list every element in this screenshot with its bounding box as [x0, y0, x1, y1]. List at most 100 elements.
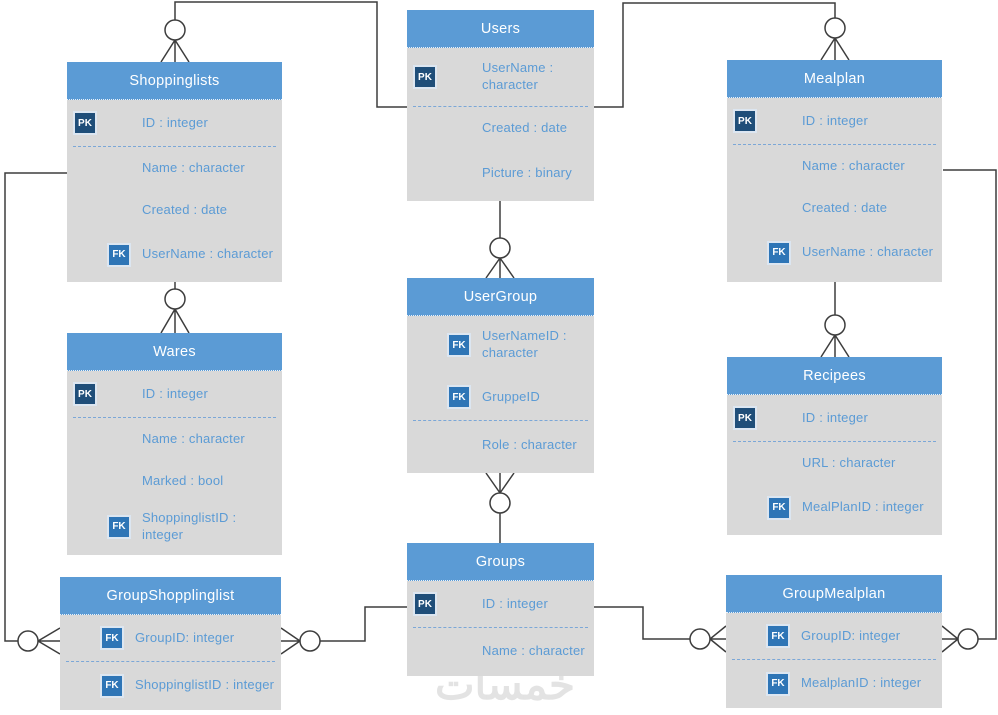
field-label: URL : character — [802, 454, 896, 470]
field-separator — [733, 441, 936, 442]
entity-recipees: Recipees PK ID : integer URL : character… — [727, 357, 942, 535]
field-label: MealplanID : integer — [801, 675, 922, 691]
relation-shoppinglists-wares — [160, 282, 190, 334]
field-label: GroupID: integer — [135, 629, 235, 645]
pk-badge: PK — [413, 592, 437, 616]
field-separator — [733, 144, 936, 145]
relation-mealplan-groupmealplan — [941, 169, 997, 653]
field-row: PK ID : integer — [407, 581, 594, 627]
relation-groups-usergroup — [485, 472, 515, 543]
field-row: FK MealplanID : integer — [726, 660, 942, 707]
field-row: Name : character — [67, 147, 282, 189]
entity-header: GroupMealplan — [726, 575, 942, 613]
fk-badge: FK — [447, 333, 471, 357]
entity-header: UserGroup — [407, 278, 594, 316]
field-row: PK ID : integer — [727, 395, 942, 441]
field-row: FK UserName : character — [727, 230, 942, 275]
field-label: Name : character — [142, 159, 245, 175]
field-row: PK ID : integer — [727, 98, 942, 144]
fk-badge: FK — [766, 624, 790, 648]
field-row: FK ShoppinglistID : integer — [60, 662, 281, 709]
field-label: Created : date — [142, 202, 228, 218]
pk-badge: PK — [733, 109, 757, 133]
fk-badge: FK — [107, 514, 131, 539]
field-row: Picture : binary — [407, 150, 594, 196]
field-row: FK GroupID: integer — [726, 613, 942, 659]
field-row: FK MealPlanID : integer — [727, 484, 942, 531]
field-row: Name : character — [727, 145, 942, 187]
field-separator — [73, 146, 276, 147]
relation-groups-groupshopplinglist — [280, 606, 407, 655]
field-label: UserNameID : character — [482, 328, 567, 360]
field-separator — [413, 420, 588, 421]
entity-header: Wares — [67, 333, 282, 371]
field-row: Role : character — [407, 421, 594, 469]
field-separator — [66, 661, 275, 662]
field-row: URL : character — [727, 442, 942, 484]
field-label: Created : date — [802, 200, 888, 216]
relation-users-mealplan — [594, 2, 850, 108]
relation-users-usergroup — [485, 201, 515, 279]
field-label: MealPlanID : integer — [802, 499, 924, 515]
field-label: Role : character — [482, 436, 577, 452]
fk-badge: FK — [100, 673, 124, 698]
relation-groups-groupmealplan — [594, 606, 727, 653]
fk-badge: FK — [767, 240, 791, 265]
field-label: Picture : binary — [482, 164, 572, 180]
field-row: FK ShoppinglistID : integer — [67, 503, 282, 550]
field-separator — [413, 106, 588, 107]
field-row: PK ID : integer — [67, 100, 282, 146]
entity-users: Users PK UserName : character Created : … — [407, 10, 594, 201]
fk-badge: FK — [100, 626, 124, 650]
entity-groupmealplan: GroupMealplan FK GroupID: integer FK Mea… — [726, 575, 942, 708]
field-label: Name : character — [802, 157, 905, 173]
entity-groupshopplinglist: GroupShopplinglist FK GroupID: integer F… — [60, 577, 281, 710]
field-row: Name : character — [67, 418, 282, 460]
pk-badge: PK — [73, 111, 97, 135]
field-label: UserName : character — [142, 246, 274, 262]
field-row: PK ID : integer — [67, 371, 282, 417]
pk-badge: PK — [733, 406, 757, 430]
fk-badge: FK — [107, 242, 131, 267]
field-label: Name : character — [142, 430, 245, 446]
entity-header: Shoppinglists — [67, 62, 282, 100]
field-row: FK GruppeID — [407, 374, 594, 420]
entity-usergroup: UserGroup FK UserNameID : character FK G… — [407, 278, 594, 473]
field-label: ShoppinglistID : integer — [142, 509, 237, 542]
field-label: Name : character — [482, 643, 585, 659]
entity-mealplan: Mealplan PK ID : integer Name : characte… — [727, 60, 942, 282]
field-label: GroupID: integer — [801, 627, 901, 643]
fk-badge: FK — [767, 495, 791, 520]
field-separator — [732, 659, 936, 660]
entity-header: Users — [407, 10, 594, 48]
field-row: FK UserNameID : character — [407, 316, 594, 374]
fk-badge: FK — [447, 385, 471, 409]
fk-badge: FK — [766, 671, 790, 696]
field-label: Marked : bool — [142, 473, 224, 489]
field-row: Created : date — [727, 187, 942, 230]
field-label: ID : integer — [142, 385, 208, 401]
field-row: PK UserName : character — [407, 48, 594, 106]
field-row: Created : date — [67, 189, 282, 232]
field-label: ID : integer — [142, 114, 208, 130]
entity-wares: Wares PK ID : integer Name : character M… — [67, 333, 282, 555]
entity-shoppinglists: Shoppinglists PK ID : integer Name : cha… — [67, 62, 282, 282]
entity-header: Groups — [407, 543, 594, 581]
field-label: ShoppinglistID : integer — [135, 677, 275, 693]
pk-badge: PK — [413, 65, 437, 89]
field-label: UserName : character — [802, 244, 934, 260]
relation-mealplan-recipees — [820, 282, 850, 358]
field-row: Name : character — [407, 628, 594, 675]
relation-users-shoppinglists — [160, 1, 407, 108]
field-label: UserName : character — [482, 60, 554, 92]
entity-header: Mealplan — [727, 60, 942, 98]
field-separator — [413, 627, 588, 628]
field-row: Created : date — [407, 107, 594, 150]
entity-header: GroupShopplinglist — [60, 577, 281, 615]
pk-badge: PK — [73, 382, 97, 406]
relation-shoppinglists-groupshopplinglist — [4, 172, 67, 655]
field-label: Created : date — [482, 120, 568, 136]
entity-header: Recipees — [727, 357, 942, 395]
